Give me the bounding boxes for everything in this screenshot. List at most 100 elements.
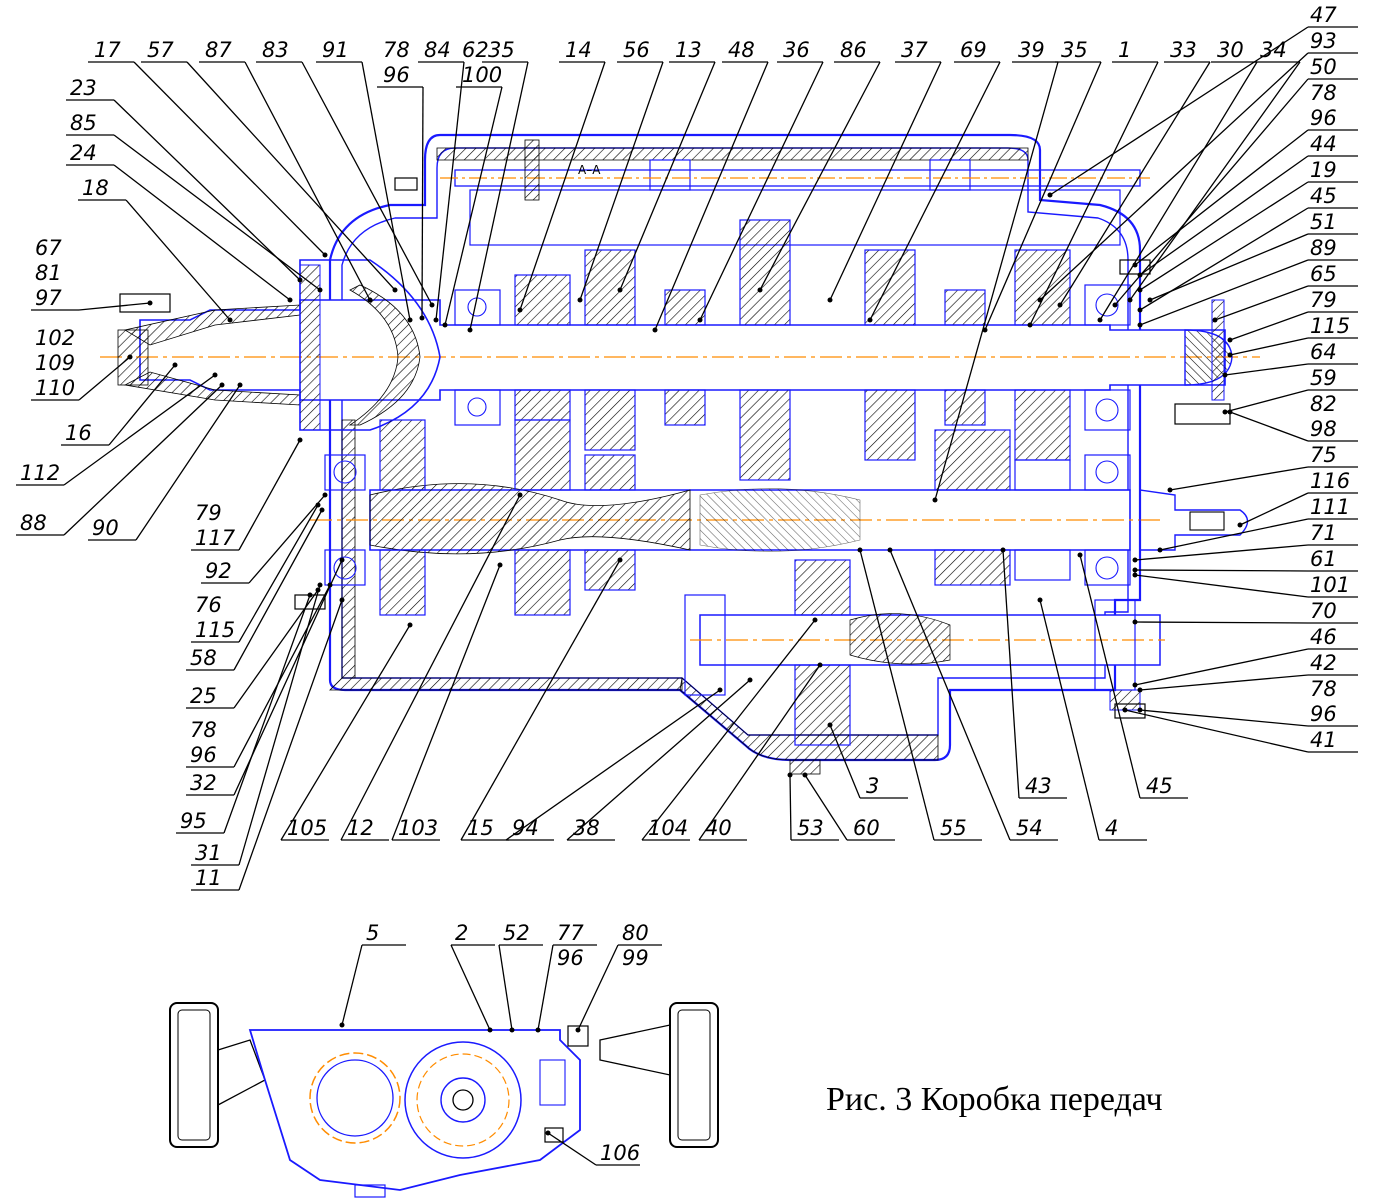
callout-right-2: 50 — [1112, 55, 1358, 308]
callout-leader — [869, 61, 1001, 321]
callout-right-20: 101 — [1132, 572, 1358, 598]
callout-leader — [699, 61, 824, 321]
callout-number: 88 — [20, 511, 47, 535]
callout-left-16: 32 — [186, 557, 345, 796]
main-section-view: А–А — [100, 133, 1260, 775]
leader-dot — [1122, 707, 1128, 713]
callout-number: 45 — [1146, 774, 1173, 798]
leader-dot — [317, 582, 323, 588]
leader-dot — [497, 562, 503, 568]
callout-number: 89 — [1310, 236, 1337, 260]
callout-number: 14 — [565, 38, 592, 62]
callout-number: 37 — [901, 38, 928, 62]
callout-lower-2: 52 — [498, 921, 543, 1033]
callout-number: 40 — [705, 816, 732, 840]
callout-number: 95 — [180, 809, 207, 833]
callout-leader — [829, 724, 861, 799]
callout-number: 99 — [622, 946, 649, 970]
callout-number: 36 — [783, 38, 810, 62]
callout-number: 96 — [557, 946, 584, 970]
leader-dot — [1097, 317, 1103, 323]
callout-leader — [1149, 233, 1309, 301]
callout-number: 78 — [1310, 677, 1337, 701]
callout-right-0: 47 — [1047, 3, 1358, 198]
callout-left-8: 88 — [16, 382, 225, 536]
callout-left-1: 85 — [66, 111, 323, 293]
leader-dot — [487, 1027, 493, 1033]
callout-bottom-5: 38 — [566, 677, 753, 841]
callout-number: 78 — [190, 718, 217, 742]
callout-leader — [859, 549, 935, 841]
callout-right-23: 42 — [1137, 651, 1358, 693]
leader-dot — [1137, 687, 1143, 693]
leader-dot — [867, 317, 873, 323]
leader-dot — [787, 772, 793, 778]
callout-right-13: 59 — [1222, 366, 1358, 415]
callout-leader — [469, 61, 529, 331]
callout-leader — [577, 944, 619, 1031]
callout-top-1: 57 — [141, 38, 398, 293]
leader-dot — [339, 1022, 345, 1028]
leader-dot — [237, 382, 243, 388]
leader-dot — [857, 547, 863, 553]
callout-leader — [1214, 285, 1309, 321]
callout-leader — [1134, 621, 1309, 624]
callout-leader — [460, 559, 621, 841]
callout-leader — [391, 564, 501, 841]
leader-dot — [827, 722, 833, 728]
leader-dot — [227, 317, 233, 323]
callout-leader — [340, 494, 521, 841]
callout-number: 78 — [1310, 81, 1337, 105]
callout-leader — [125, 199, 231, 321]
callout-leader — [1224, 389, 1309, 413]
callout-number: 96 — [1310, 106, 1337, 130]
leader-dot — [319, 507, 325, 513]
figure-caption: Рис. 3 Коробка передач — [826, 1081, 1163, 1118]
leader-dot — [1132, 557, 1138, 563]
callout-leader — [505, 689, 721, 841]
leader-dot — [307, 592, 313, 598]
callout-number: 79 — [195, 501, 222, 525]
callout-number: 109 — [35, 351, 75, 375]
callout-number: 67 — [35, 236, 62, 260]
callout-number: 90 — [92, 516, 119, 540]
leader-dot — [577, 297, 583, 303]
leader-dot — [575, 1027, 581, 1033]
callout-leader — [78, 356, 131, 401]
callout-left-3: 18 — [78, 176, 233, 323]
leader-dot — [1137, 272, 1143, 278]
callout-number: 62 — [462, 38, 489, 62]
callout-top-4: 91 — [316, 38, 413, 323]
callout-leader — [450, 944, 491, 1031]
leader-dot — [147, 300, 153, 306]
callout-leader — [1134, 129, 1309, 266]
callout-right-19: 61 — [1132, 547, 1358, 573]
callout-right-18: 71 — [1132, 521, 1358, 563]
callout-number: 24 — [70, 141, 97, 165]
callout-bottom-3: 15 — [460, 557, 623, 841]
callout-number: 18 — [82, 176, 109, 200]
callout-number: 78 — [383, 38, 410, 62]
leader-dot — [1137, 707, 1143, 713]
callout-leader — [1139, 155, 1309, 276]
leader-dot — [212, 372, 218, 378]
callout-number: 25 — [190, 684, 217, 708]
callout-number: 13 — [675, 38, 702, 62]
callout-bottom-14: 4 — [1037, 597, 1147, 841]
callout-number: 71 — [1310, 521, 1337, 545]
callout-number: 61 — [1310, 547, 1337, 571]
callout-number: 86 — [840, 38, 867, 62]
callout-leader — [498, 944, 513, 1031]
callout-number: 56 — [623, 38, 650, 62]
leader-dot — [1212, 317, 1218, 323]
leader-dot — [317, 287, 323, 293]
leader-dot — [1132, 567, 1138, 573]
callout-leader — [233, 509, 323, 671]
callout-leader — [1159, 518, 1309, 551]
callout-top-0: 17 — [88, 38, 328, 258]
callout-leader — [186, 61, 396, 291]
